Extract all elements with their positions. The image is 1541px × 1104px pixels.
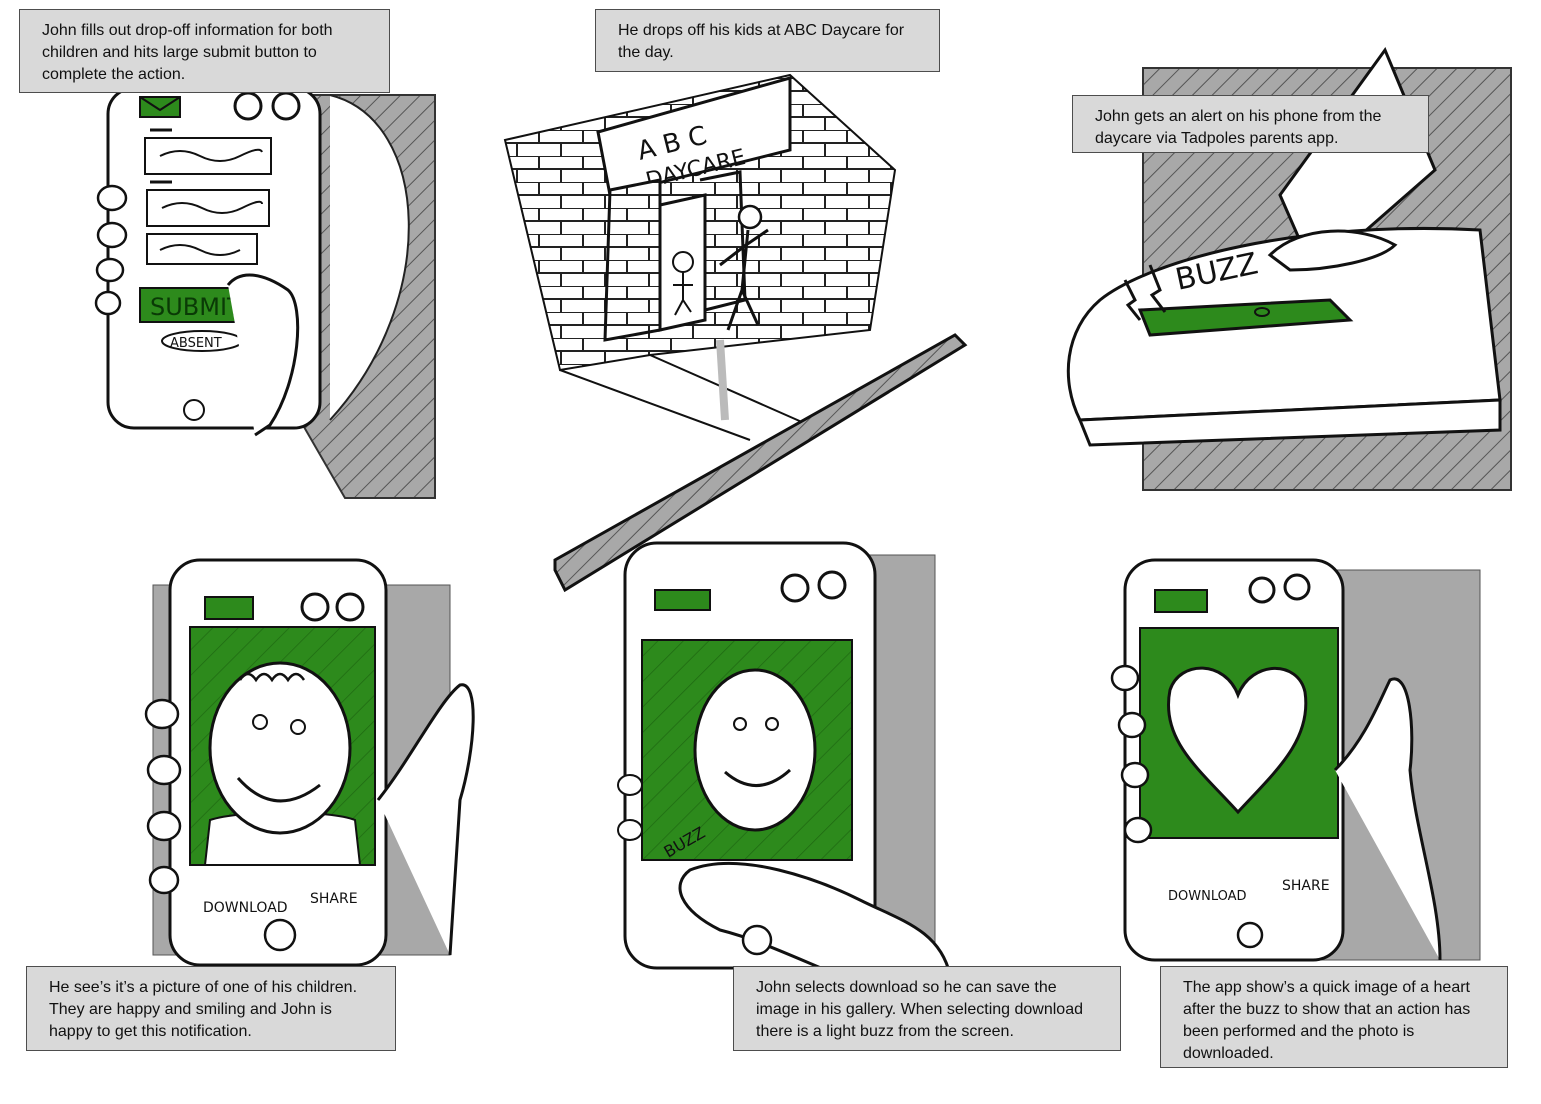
avatar-icon [1283, 573, 1311, 601]
mail-icon [1154, 589, 1208, 613]
home-button-sketch [741, 924, 773, 956]
panel-6-sketch: DOWNLOAD SHARE [1110, 558, 1481, 962]
mail-icon [654, 589, 711, 611]
panel-2-sketch: A B C DAYCARE [503, 73, 968, 593]
panel-5-sketch: BUZZ [617, 541, 952, 982]
panel-4-sketch: DOWNLOAD SHARE [144, 558, 475, 967]
avatar-icon [271, 91, 301, 121]
caption-panel-5: John selects download so he can save the… [733, 966, 1121, 1051]
download-label: DOWNLOAD [203, 900, 288, 916]
home-button-sketch [1236, 921, 1264, 949]
share-label: SHARE [310, 891, 358, 907]
avatar-icon [1248, 576, 1276, 604]
mail-icon [139, 96, 181, 118]
caption-panel-6: The app show’s a quick image of a heart … [1160, 966, 1508, 1068]
mail-icon [204, 596, 254, 620]
caption-panel-1: John fills out drop-off information for … [19, 9, 390, 93]
avatar-icon [335, 592, 365, 622]
avatar-icon [817, 570, 847, 600]
panel-1-sketch: SUBMIT ABSENT [94, 86, 436, 499]
absent-label: ABSENT [170, 336, 222, 351]
caption-panel-3: John gets an alert on his phone from the… [1072, 95, 1429, 153]
avatar-icon [233, 91, 263, 121]
avatar-icon [780, 573, 810, 603]
caption-panel-4: He see’s it’s a picture of one of his ch… [26, 966, 396, 1051]
heart-icon [1167, 666, 1308, 815]
download-label: DOWNLOAD [1168, 889, 1247, 904]
share-label: SHARE [1282, 878, 1330, 894]
submit-label: SUBMIT [150, 293, 242, 321]
caption-panel-2: He drops off his kids at ABC Daycare for… [595, 9, 940, 72]
home-button-sketch [183, 399, 205, 421]
avatar-icon [300, 592, 330, 622]
home-button-sketch [263, 918, 297, 952]
